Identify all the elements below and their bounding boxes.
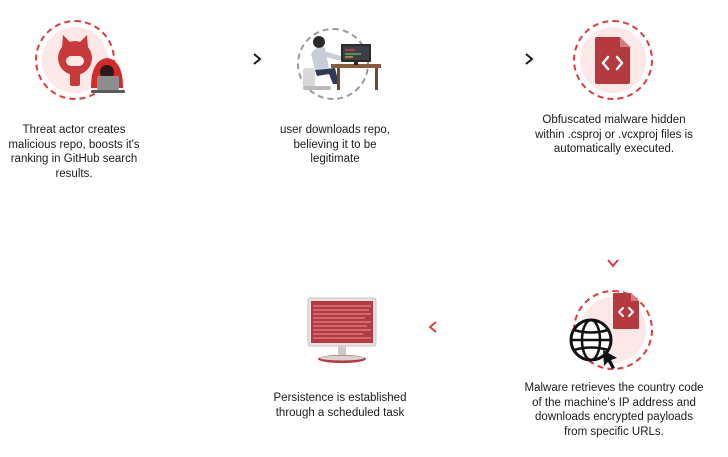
arrow-step1-to-step2: [160, 53, 262, 65]
globe-icon: [569, 318, 617, 369]
arrow-step3-to-step4: [607, 168, 619, 268]
user-at-desk-icon: [303, 36, 381, 90]
step-2-caption: user downloads repo, believing it to be …: [280, 124, 390, 165]
code-file-small-icon: [613, 293, 639, 329]
step-4-caption: Malware retrieves the country code of th…: [524, 382, 704, 438]
step-4-icon-circle: [569, 290, 653, 370]
arrow-step4-to-step5: [428, 321, 530, 333]
github-hacker-icon: [58, 35, 125, 93]
step-3-caption: Obfuscated malware hidden within .csproj…: [535, 114, 693, 155]
code-file-icon: [595, 37, 630, 84]
monitor-icon: [307, 297, 377, 363]
step-1-caption: Threat actor creates malicious repo, boo…: [8, 124, 140, 180]
step-5-caption: Persistence is established through a sch…: [273, 392, 407, 419]
step-1-icon-circle: [35, 20, 125, 100]
step-3-icon-circle: [573, 20, 653, 100]
step-2-icon-circle: [297, 28, 381, 100]
arrow-step2-to-step3: [432, 53, 534, 65]
